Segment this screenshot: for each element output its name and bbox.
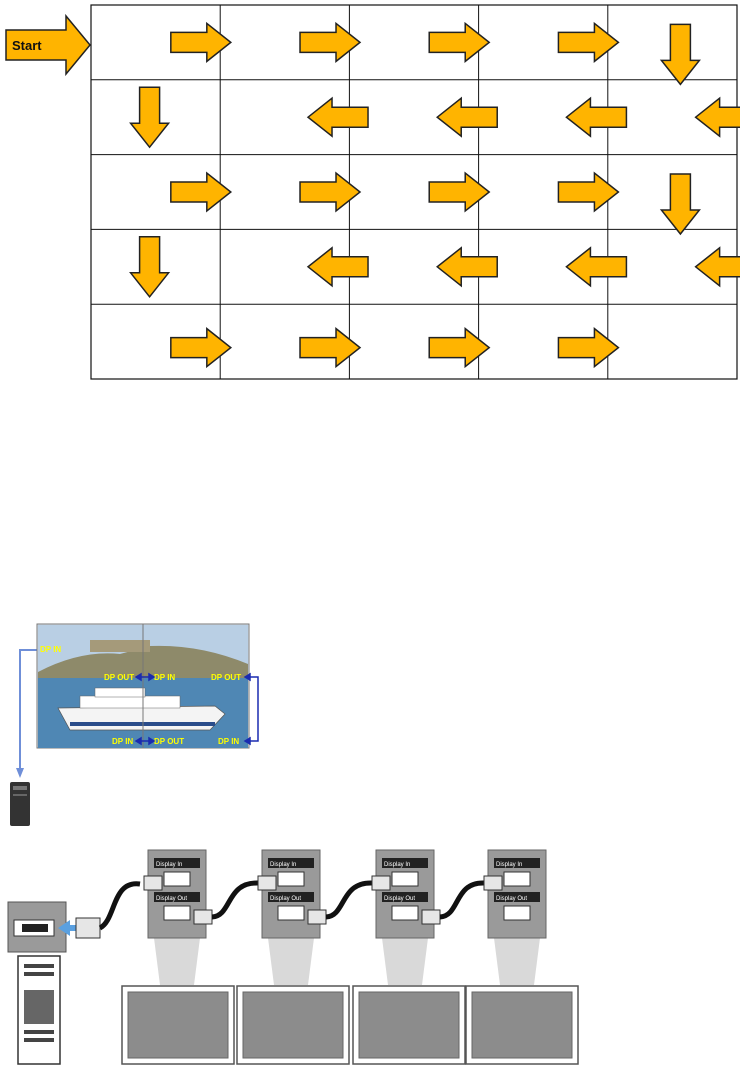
grid-arrow-right (428, 327, 491, 369)
display-out-tag (382, 892, 428, 902)
wall-cable-links (134, 672, 259, 746)
grid-arrow-down (129, 86, 171, 149)
monitor-chain: Display In Display Out Display In Display O… (121, 849, 579, 1065)
daisy-chain-diagram: Display In Display Out Display In Display O… (7, 849, 579, 1065)
display-out-tag (268, 892, 314, 902)
grid-arrow-right (557, 21, 620, 63)
video-wall-diagram: DP IN DP OUT DP IN DP OUT DP IN DP OUT D… (10, 623, 259, 826)
chain-cable (439, 880, 485, 920)
label-mid-right-out: DP OUT (211, 673, 241, 682)
display-in-tag (154, 858, 200, 868)
cable-plug-out (307, 909, 327, 925)
monitor-unit: Display In Display Out (121, 849, 259, 1065)
cable-plug-in (143, 875, 163, 891)
display-out-label: Display Out (384, 896, 415, 902)
monitor-unit: Display In Display Out (236, 849, 373, 1065)
label-bottom-right-in: DP IN (218, 737, 239, 746)
display-in-label: Display In (156, 862, 182, 868)
pc-tower-icon (17, 955, 61, 1065)
grid-arrow-left (694, 246, 740, 288)
display-in-label: Display In (270, 862, 296, 868)
label-bottom-left-in: DP IN (112, 737, 133, 746)
monitor-unit: Display In Display Out (352, 849, 485, 1065)
pc-input-cable (19, 649, 40, 770)
grid-arrow-right (299, 171, 362, 213)
pc-cable (75, 881, 141, 939)
grid-arrow-down (659, 23, 701, 86)
cable-plug-in (483, 875, 503, 891)
display-in-label: Display In (384, 862, 410, 868)
chain-cable (211, 880, 259, 920)
cable-plug-out (193, 909, 213, 925)
grid-arrow-left (306, 246, 369, 288)
grid-arrow-right (170, 171, 233, 213)
grid-arrow-right (299, 21, 362, 63)
display-out-label: Display Out (496, 896, 527, 902)
label-mid-center-in: DP IN (154, 673, 175, 682)
grid-arrow-right (170, 21, 233, 63)
grid-arrow-right (170, 327, 233, 369)
chain-cable (325, 880, 373, 920)
snake-order-diagram: Start (5, 4, 740, 380)
display-out-label: Display Out (270, 896, 301, 902)
display-in-tag (494, 858, 540, 868)
display-in-tag (268, 858, 314, 868)
label-top-left-in: DP IN (40, 645, 61, 654)
pc-output-port (7, 901, 67, 953)
label-mid-left-out: DP OUT (104, 673, 134, 682)
grid-arrow-left (694, 96, 740, 138)
grid-arrow-left (565, 96, 628, 138)
start-label: Start (12, 38, 42, 53)
display-in-tag (382, 858, 428, 868)
grid-arrow-right (428, 171, 491, 213)
cable-plug-in (371, 875, 391, 891)
grid-arrow-right (557, 171, 620, 213)
connect-arrow-icon (58, 920, 80, 936)
grid-arrow-right (557, 327, 620, 369)
display-out-tag (154, 892, 200, 902)
grid-arrow-left (306, 96, 369, 138)
display-out-tag (494, 892, 540, 902)
grid-arrow-down (129, 236, 171, 299)
display-in-label: Display In (496, 862, 522, 868)
grid-arrow-left (436, 246, 498, 288)
grid-arrows (129, 21, 740, 369)
grid-arrow-down (659, 173, 701, 236)
grid-arrow-left (436, 96, 498, 138)
monitor-unit: Display In Display Out (465, 849, 579, 1065)
grid-arrow-left (565, 246, 628, 288)
grid-arrow-right (299, 327, 362, 369)
grid-arrow-right (428, 21, 491, 63)
label-bottom-center-out: DP OUT (154, 737, 184, 746)
source-pc-icon (10, 782, 30, 826)
start-arrow: Start (5, 13, 91, 77)
cable-plug-in (257, 875, 277, 891)
cable-plug-out (421, 909, 441, 925)
grid-lines (90, 4, 738, 380)
display-out-label: Display Out (156, 896, 187, 902)
